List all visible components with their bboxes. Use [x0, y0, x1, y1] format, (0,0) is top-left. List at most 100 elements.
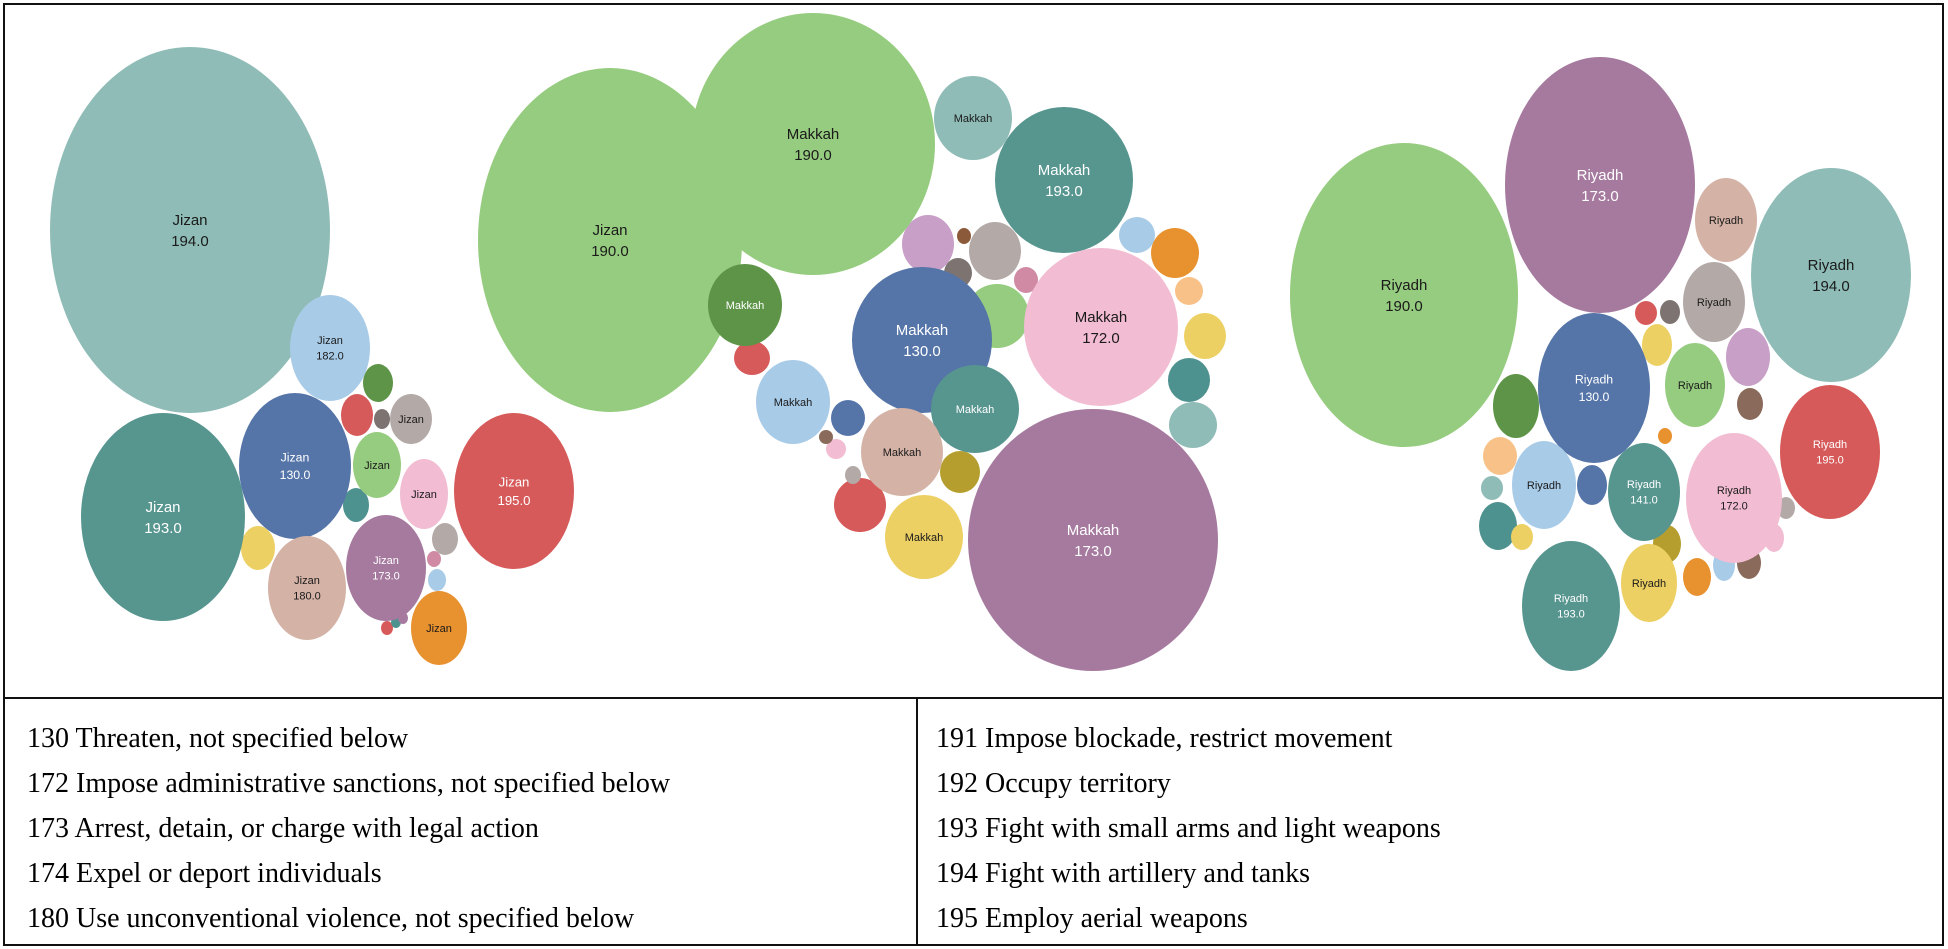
bubble-jizan	[411, 591, 467, 665]
legend-item: 193 Fight with small arms and light weap…	[936, 813, 1441, 844]
small-bubble	[1737, 388, 1763, 420]
bubble-label-name: Jizan	[364, 460, 390, 472]
bubble-label-name: Riyadh	[1632, 578, 1666, 590]
bubble-label-name: Riyadh	[1627, 479, 1661, 491]
bubble-riyadh-190-0	[1290, 143, 1518, 447]
small-bubble	[1175, 277, 1203, 305]
bubble-makkah-173-0	[968, 409, 1218, 671]
small-bubble	[1168, 358, 1210, 402]
small-bubble	[1169, 402, 1217, 448]
bubble-label-name: Makkah	[1067, 522, 1120, 539]
small-bubble	[1151, 228, 1199, 278]
bubble-chart-jizan: Jizan194.0Jizan190.0Jizan193.0Jizan195.0…	[50, 47, 742, 665]
bubble-jizan-195-0	[454, 413, 574, 569]
bubble-makkah	[708, 264, 782, 346]
small-bubble	[826, 439, 846, 459]
bubble-label-name: Makkah	[1038, 162, 1091, 179]
bubble-riyadh	[1683, 262, 1745, 342]
small-bubble	[1119, 217, 1155, 253]
bubble-label-name: Jizan	[294, 575, 320, 587]
bubble-label-code: 141.0	[1630, 495, 1658, 507]
bubble-label-code: 190.0	[794, 147, 832, 164]
bubble-label-name: Riyadh	[1678, 380, 1712, 392]
small-bubble	[957, 228, 971, 244]
bubble-makkah	[756, 360, 830, 444]
bubble-label-name: Riyadh	[1577, 167, 1624, 184]
bubble-label-code: 130.0	[1579, 390, 1610, 404]
legend-item: 173 Arrest, detain, or charge with legal…	[27, 813, 539, 844]
bubble-jizan-130-0	[239, 393, 351, 539]
bubble-label-code: 130.0	[903, 343, 941, 360]
legend-right-column: 191 Impose blockade, restrict movement 1…	[918, 699, 1942, 944]
small-bubble	[902, 215, 954, 273]
bubble-makkah	[934, 76, 1012, 160]
small-bubble	[341, 394, 373, 436]
bubble-label-name: Riyadh	[1717, 485, 1751, 497]
legend-item: 195 Employ aerial weapons	[936, 903, 1248, 934]
bubble-label-name: Makkah	[726, 300, 765, 312]
code-legend-table: 130 Threaten, not specified below 172 Im…	[3, 697, 1944, 946]
bubble-riyadh-195-0	[1780, 385, 1880, 519]
bubble-label-code: 194.0	[1812, 278, 1850, 295]
bubble-jizan	[400, 459, 448, 529]
bubble-makkah-193-0	[995, 107, 1133, 253]
small-bubble	[1658, 428, 1672, 444]
small-bubble	[1635, 301, 1657, 325]
bubble-jizan-190-0	[478, 68, 742, 412]
bubble-label-code: 190.0	[591, 243, 629, 260]
bubble-label-name: Riyadh	[1554, 593, 1588, 605]
bubble-riyadh	[1512, 441, 1576, 529]
small-bubble	[819, 430, 833, 444]
bubble-riyadh	[1695, 178, 1757, 262]
small-bubble	[831, 400, 865, 436]
bubble-label-name: Riyadh	[1813, 439, 1847, 451]
bubble-makkah-190-0	[691, 13, 935, 275]
bubble-label-code: 173.0	[372, 571, 400, 583]
bubble-makkah	[861, 408, 943, 496]
legend-item: 172 Impose administrative sanctions, not…	[27, 768, 671, 799]
bubble-label-name: Makkah	[1075, 309, 1128, 326]
bubble-label-name: Riyadh	[1381, 277, 1428, 294]
small-bubble	[427, 551, 441, 567]
small-bubble	[363, 364, 393, 402]
bubble-jizan-194-0	[50, 47, 330, 413]
bubble-makkah	[931, 365, 1019, 453]
bubble-riyadh-172-0	[1686, 433, 1782, 563]
small-bubble	[1481, 476, 1503, 500]
bubble-riyadh	[1621, 544, 1677, 622]
bubble-riyadh-141-0	[1608, 443, 1680, 541]
bubble-riyadh-130-0	[1538, 313, 1650, 463]
bubble-label-code: 193.0	[144, 520, 182, 537]
legend-left-column: 130 Threaten, not specified below 172 Im…	[5, 699, 918, 944]
bubble-label-name: Jizan	[592, 222, 627, 239]
bubble-label-name: Makkah	[774, 397, 813, 409]
bubble-label-name: Makkah	[956, 404, 995, 416]
small-bubble	[1483, 437, 1517, 475]
bubble-riyadh-194-0	[1751, 168, 1911, 382]
bubble-label-name: Makkah	[787, 126, 840, 143]
bubble-label-name: Makkah	[954, 113, 993, 125]
bubble-label-code: 182.0	[316, 351, 344, 363]
bubble-riyadh-193-0	[1522, 541, 1620, 671]
bubble-riyadh	[1665, 343, 1725, 427]
small-bubble	[374, 409, 390, 429]
bubble-jizan	[353, 432, 401, 498]
bubble-label-name: Makkah	[883, 447, 922, 459]
small-bubble	[1511, 524, 1533, 550]
bubble-label-code: 172.0	[1082, 330, 1120, 347]
bubble-makkah	[885, 495, 963, 579]
small-bubble	[241, 526, 275, 570]
bubble-label-code: 173.0	[1581, 188, 1619, 205]
bubble-label-name: Makkah	[905, 532, 944, 544]
bubble-label-code: 195.0	[497, 493, 530, 508]
bubble-makkah-172-0	[1024, 248, 1178, 406]
bubble-label-name: Jizan	[411, 489, 437, 501]
bubble-label-name: Makkah	[896, 322, 949, 339]
bubble-chart-makkah: Makkah190.0MakkahMakkah193.0MakkahMakkah…	[691, 13, 1226, 671]
legend-item: 191 Impose blockade, restrict movement	[936, 723, 1393, 754]
bubble-label-name: Riyadh	[1697, 297, 1731, 309]
bubble-jizan-180-0	[268, 536, 346, 640]
bubble-jizan-173-0	[346, 515, 426, 621]
bubble-riyadh-173-0	[1505, 57, 1695, 313]
